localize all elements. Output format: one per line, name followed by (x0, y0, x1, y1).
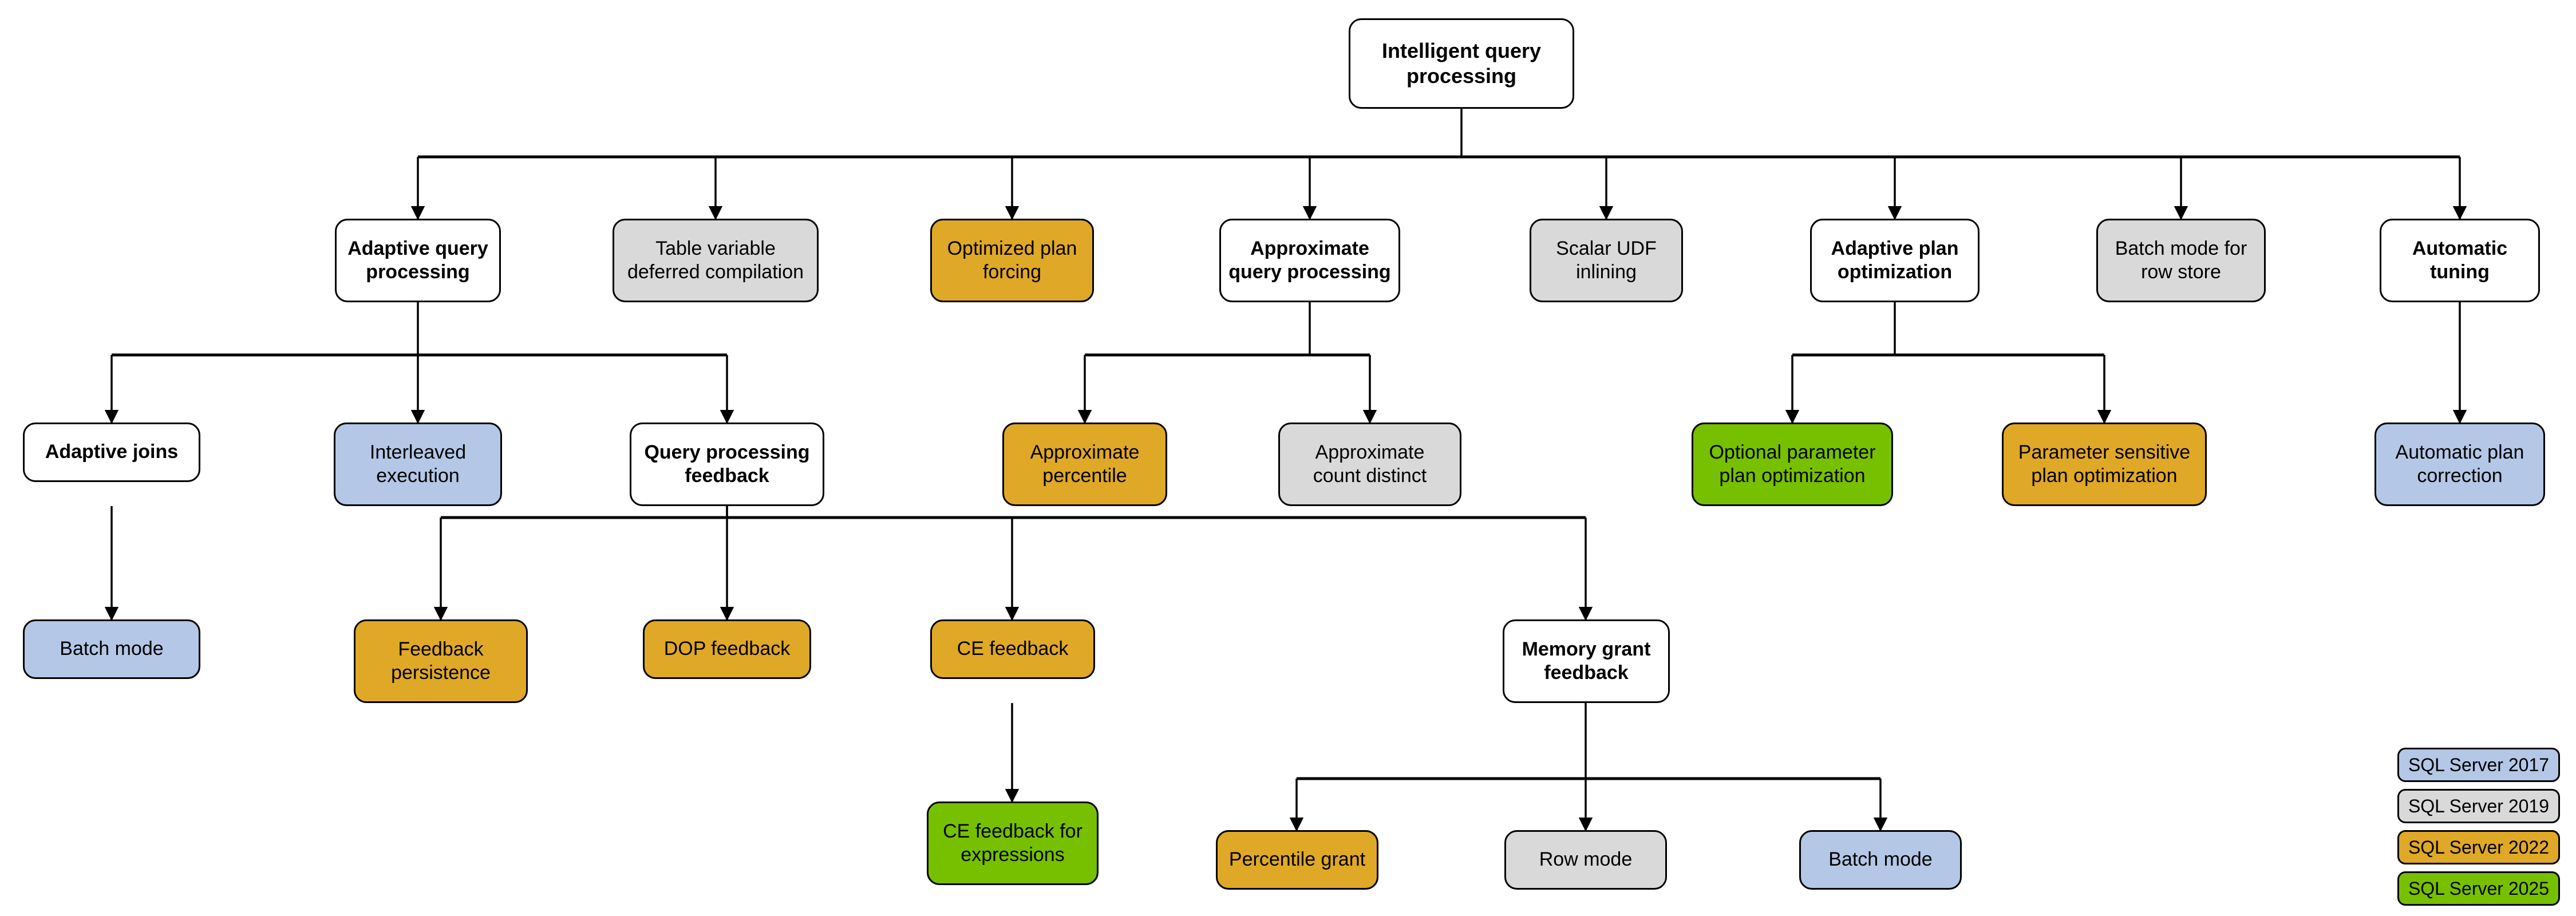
legend-item-sql-server-2022: SQL Server 2022 (2397, 830, 2560, 864)
node-batch-mode-memory-grant[interactable]: Batch mode (1799, 830, 1962, 890)
node-feedback-persistence[interactable]: Feedback persistence (354, 619, 528, 703)
node-parameter-sensitive-plan-optimization[interactable]: Parameter sensitive plan optimization (2002, 423, 2207, 506)
node-table-variable-deferred-compilation[interactable]: Table variable deferred compilation (613, 219, 819, 302)
node-approximate-query-processing[interactable]: Approximate query processing (1219, 219, 1400, 302)
node-approximate-count-distinct[interactable]: Approximate count distinct (1278, 423, 1461, 506)
node-approximate-percentile[interactable]: Approximate percentile (1002, 423, 1167, 506)
legend-item-sql-server-2017: SQL Server 2017 (2397, 748, 2560, 782)
legend: SQL Server 2017 SQL Server 2019 SQL Serv… (2397, 748, 2560, 906)
legend-item-sql-server-2019: SQL Server 2019 (2397, 789, 2560, 823)
legend-item-sql-server-2025: SQL Server 2025 (2397, 871, 2560, 906)
node-optimized-plan-forcing[interactable]: Optimized plan forcing (930, 219, 1094, 302)
node-interleaved-execution[interactable]: Interleaved execution (334, 423, 502, 506)
node-batch-mode-for-row-store[interactable]: Batch mode for row store (2096, 219, 2266, 302)
node-dop-feedback[interactable]: DOP feedback (643, 619, 811, 679)
node-row-mode[interactable]: Row mode (1504, 830, 1667, 890)
node-memory-grant-feedback[interactable]: Memory grant feedback (1503, 619, 1670, 703)
node-automatic-plan-correction[interactable]: Automatic plan correction (2374, 423, 2545, 506)
node-query-processing-feedback[interactable]: Query processing feedback (630, 423, 824, 506)
node-adaptive-joins[interactable]: Adaptive joins (23, 423, 200, 482)
node-automatic-tuning[interactable]: Automatic tuning (2380, 219, 2540, 302)
node-optional-parameter-plan-optimization[interactable]: Optional parameter plan optimization (1692, 423, 1893, 506)
node-scalar-udf-inlining[interactable]: Scalar UDF inlining (1530, 219, 1683, 302)
node-intelligent-query-processing[interactable]: Intelligent query processing (1349, 18, 1574, 109)
node-batch-mode-adaptive-joins[interactable]: Batch mode (23, 619, 200, 679)
node-ce-feedback-for-expressions[interactable]: CE feedback for expressions (927, 802, 1099, 885)
node-ce-feedback[interactable]: CE feedback (930, 619, 1095, 679)
node-adaptive-query-processing[interactable]: Adaptive query processing (335, 219, 501, 302)
node-percentile-grant[interactable]: Percentile grant (1216, 830, 1378, 890)
node-adaptive-plan-optimization[interactable]: Adaptive plan optimization (1810, 219, 1980, 302)
